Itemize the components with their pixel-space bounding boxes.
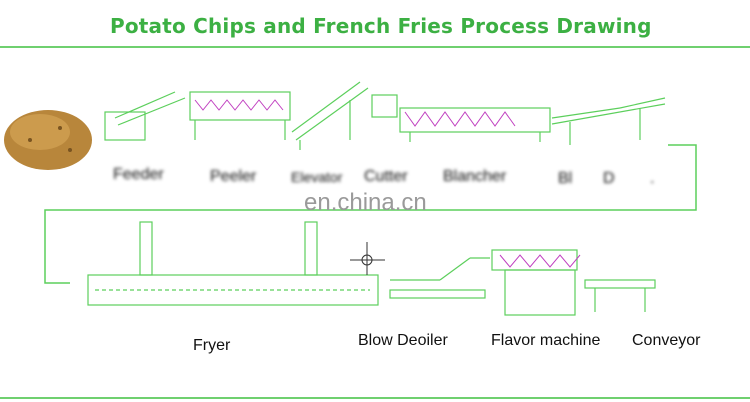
watermark: en.china.cn	[304, 189, 427, 216]
row1-machines	[104, 81, 666, 150]
title-rule	[0, 46, 750, 48]
crosshair-mark	[350, 242, 385, 275]
flavor-drum	[499, 254, 581, 268]
label-blancher: Blancher	[443, 168, 507, 185]
potato-image	[4, 110, 92, 170]
diagram-title: Potato Chips and French Fries Process Dr…	[110, 14, 652, 38]
label-extra: .	[650, 170, 655, 187]
label-fryer: Fryer	[193, 337, 231, 354]
label-blow-deoiler: Blow Deoiler	[358, 332, 448, 349]
row2-machines	[87, 221, 656, 316]
screw-conveyors	[194, 99, 516, 127]
label-conveyor: Conveyor	[632, 332, 701, 349]
label-dewater: D	[603, 170, 615, 187]
flow-connector	[44, 144, 697, 284]
label-peeler: Peeler	[210, 168, 257, 185]
label-feeder: Feeder	[113, 166, 164, 183]
label-blow: Bl	[558, 170, 573, 187]
label-flavor-machine: Flavor machine	[491, 332, 601, 349]
label-cutter: Cutter	[364, 168, 408, 185]
label-elevator: Elevator	[291, 169, 343, 185]
